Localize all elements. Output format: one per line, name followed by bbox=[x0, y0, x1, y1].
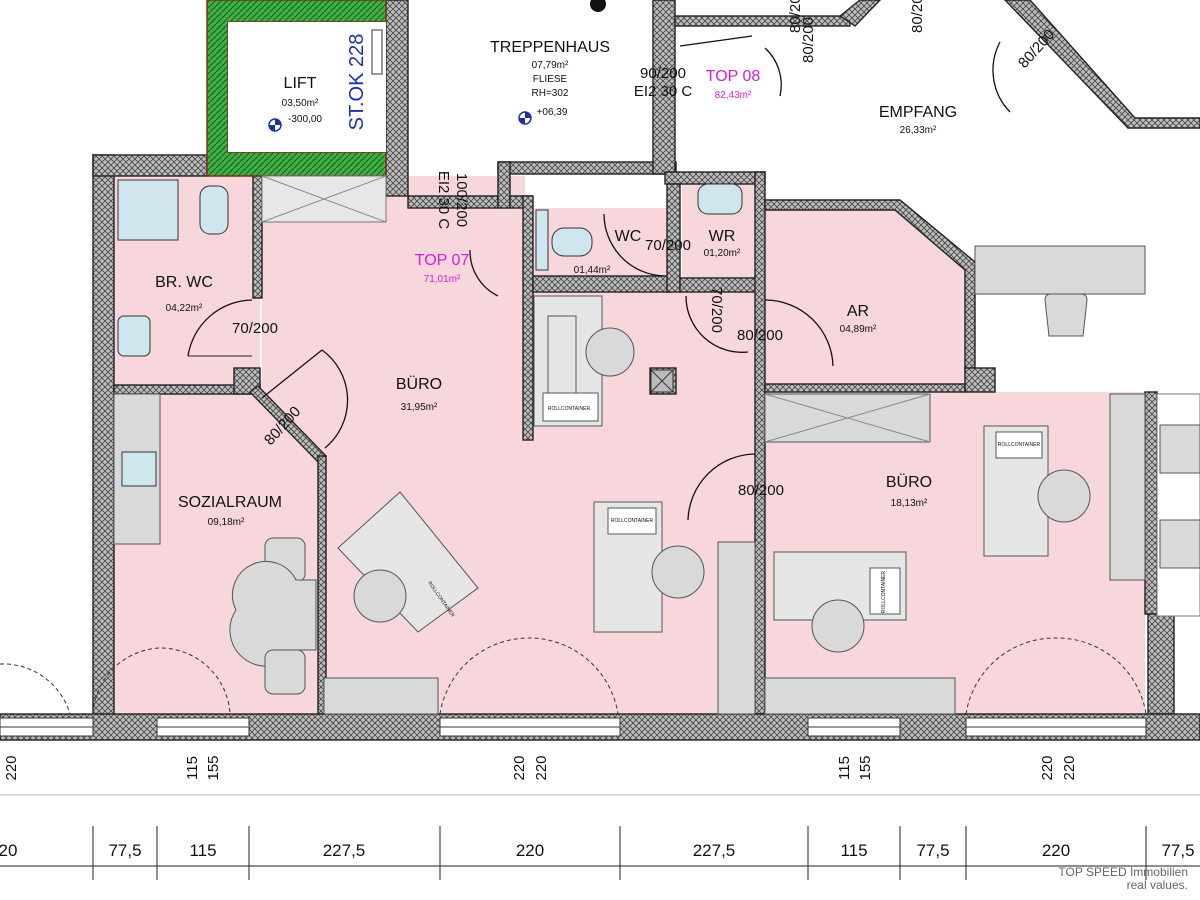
credit: TOP SPEED Immobilien real values. bbox=[1058, 866, 1188, 892]
bottom-dim-3: 115 bbox=[189, 841, 216, 860]
room-area-sozialraum: 09,18m² bbox=[208, 517, 245, 528]
bottom-dim-10: 77,5 bbox=[1161, 841, 1194, 860]
room-floor-treppenhaus: FLIESE bbox=[533, 74, 568, 85]
unit-name-top-08: TOP 08 bbox=[706, 68, 761, 85]
room-ceiling-treppenhaus: RH=302 bbox=[532, 88, 569, 99]
door-label-7: 70/200 bbox=[645, 237, 691, 254]
parapet-dim-5: 220 bbox=[533, 755, 550, 780]
room-elevation-lift: -300,00 bbox=[288, 114, 322, 125]
lift-shaft bbox=[206, 0, 387, 177]
kitchen-unit bbox=[113, 393, 317, 695]
parapet-dim-1: 220 bbox=[3, 755, 20, 780]
room-area-wr: 01,20m² bbox=[704, 248, 741, 259]
room-name-wc: WC bbox=[615, 228, 642, 245]
windows bbox=[0, 717, 1147, 737]
door-label-5: 80/200 bbox=[800, 17, 817, 63]
door-label-2: EI2 30 C bbox=[634, 83, 693, 100]
room-labels: LIFT 03,50m² -300,00 TREPPENHAUS 07,79m²… bbox=[155, 39, 957, 528]
bottom-dim-5: 220 bbox=[516, 841, 544, 860]
door-label-1: 90/200 bbox=[640, 65, 686, 82]
room-area-buero-2: 18,13m² bbox=[891, 498, 928, 509]
unit-area-top-07: 71,01m² bbox=[424, 274, 461, 285]
sanitary-fixtures bbox=[117, 179, 743, 357]
room-area-ar: 04,89m² bbox=[840, 324, 877, 335]
door-label-13: 80/200 bbox=[909, 0, 926, 33]
room-area-lift: 03,50m² bbox=[282, 98, 319, 109]
room-area-treppenhaus: 07,79m² bbox=[532, 60, 569, 71]
parapet-dim-2: 115 bbox=[184, 756, 201, 780]
right-column bbox=[1109, 393, 1200, 617]
dimension-lines bbox=[0, 794, 1200, 880]
shaft-label: ST.OK 228 bbox=[346, 34, 368, 131]
room-name-buero-2: BÜRO bbox=[886, 473, 932, 491]
credit-line-2: real values. bbox=[1126, 878, 1188, 892]
unit-name-top-07: TOP 07 bbox=[415, 252, 470, 269]
room-elevation-treppenhaus: +06,39 bbox=[537, 107, 568, 118]
bottom-dim-8: 77,5 bbox=[916, 841, 949, 860]
room-area-buero-1: 31,95m² bbox=[401, 402, 438, 413]
door-label-14: 80/200 bbox=[787, 0, 804, 33]
rollcontainer-label-2: ROLLCONTAINER bbox=[611, 518, 654, 524]
room-name-wr: WR bbox=[709, 228, 736, 245]
workstations bbox=[323, 295, 1091, 715]
room-name-sozialraum: SOZIALRAUM bbox=[178, 494, 282, 511]
rollcontainer-label-3: ROLLCONTAINER bbox=[998, 442, 1041, 448]
bottom-dimensions: 20 77,5 115 227,5 220 227,5 115 77,5 220… bbox=[0, 841, 1195, 860]
rollcontainer-label-4: ROLLCONTAINER bbox=[881, 571, 887, 614]
rollcontainer-label-1: ROLLCONTAINER bbox=[548, 406, 591, 412]
door-swings bbox=[0, 35, 1147, 715]
bottom-dim-7: 115 bbox=[840, 841, 867, 860]
door-label-3: 100/200 bbox=[453, 173, 470, 227]
bottom-dim-6: 227,5 bbox=[693, 841, 736, 860]
door-label-4: EI2 30 C bbox=[435, 171, 452, 230]
room-area-wc: 01,44m² bbox=[574, 265, 611, 276]
parapet-dim-4: 220 bbox=[511, 755, 528, 780]
parapet-dim-8: 220 bbox=[1039, 755, 1056, 780]
room-name-empfang: EMPFANG bbox=[879, 104, 957, 121]
bottom-dim-1: 20 bbox=[0, 841, 17, 860]
shaft-below-lift bbox=[261, 175, 387, 223]
unit-area-top-08: 82,43m² bbox=[715, 90, 752, 101]
door-label-9: 80/200 bbox=[737, 327, 783, 344]
parapet-dim-6: 115 bbox=[836, 756, 853, 780]
bottom-dim-2: 77,5 bbox=[108, 841, 141, 860]
room-name-ar: AR bbox=[847, 303, 869, 320]
unit-labels: TOP 07 71,01m² TOP 08 82,43m² bbox=[415, 68, 761, 285]
door-label-11: 80/200 bbox=[738, 482, 784, 499]
empfang-counter bbox=[974, 245, 1146, 337]
parapet-dim-7: 155 bbox=[857, 755, 874, 780]
room-name-treppenhaus: TREPPENHAUS bbox=[490, 39, 610, 56]
room-name-lift: LIFT bbox=[284, 75, 317, 92]
room-area-br-wc: 04,22m² bbox=[166, 303, 203, 314]
bottom-dim-4: 227,5 bbox=[323, 841, 366, 860]
room-area-empfang: 26,33m² bbox=[900, 125, 937, 136]
door-label-8: 70/200 bbox=[708, 287, 725, 333]
bottom-dim-9: 220 bbox=[1042, 841, 1070, 860]
credit-line-1: TOP SPEED Immobilien bbox=[1058, 865, 1188, 879]
parapet-dimensions: 220 115 155 220 220 115 155 220 220 bbox=[3, 755, 1078, 780]
room-name-buero-1: BÜRO bbox=[396, 375, 442, 393]
parapet-dim-9: 220 bbox=[1061, 755, 1078, 780]
room-name-br-wc: BR. WC bbox=[155, 274, 213, 291]
door-label-6: 70/200 bbox=[232, 320, 278, 337]
elevation-markers bbox=[268, 0, 606, 132]
parapet-dim-3: 155 bbox=[205, 755, 222, 780]
